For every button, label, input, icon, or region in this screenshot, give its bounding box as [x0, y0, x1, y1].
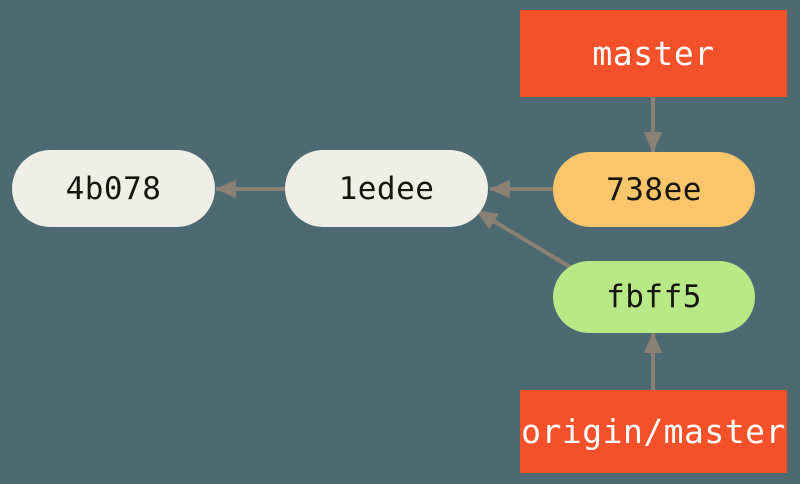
commit-node-4b078[interactable]: 4b078 — [12, 150, 215, 227]
edge-fbff5-to-1edee — [475, 209, 577, 272]
ref-label-origin-master[interactable]: origin/master — [520, 390, 787, 473]
commit-node-738ee[interactable]: 738ee — [553, 152, 755, 227]
commit-node-1edee[interactable]: 1edee — [285, 150, 488, 227]
ref-label-master[interactable]: master — [520, 10, 787, 97]
commit-node-fbff5[interactable]: fbff5 — [553, 261, 755, 333]
